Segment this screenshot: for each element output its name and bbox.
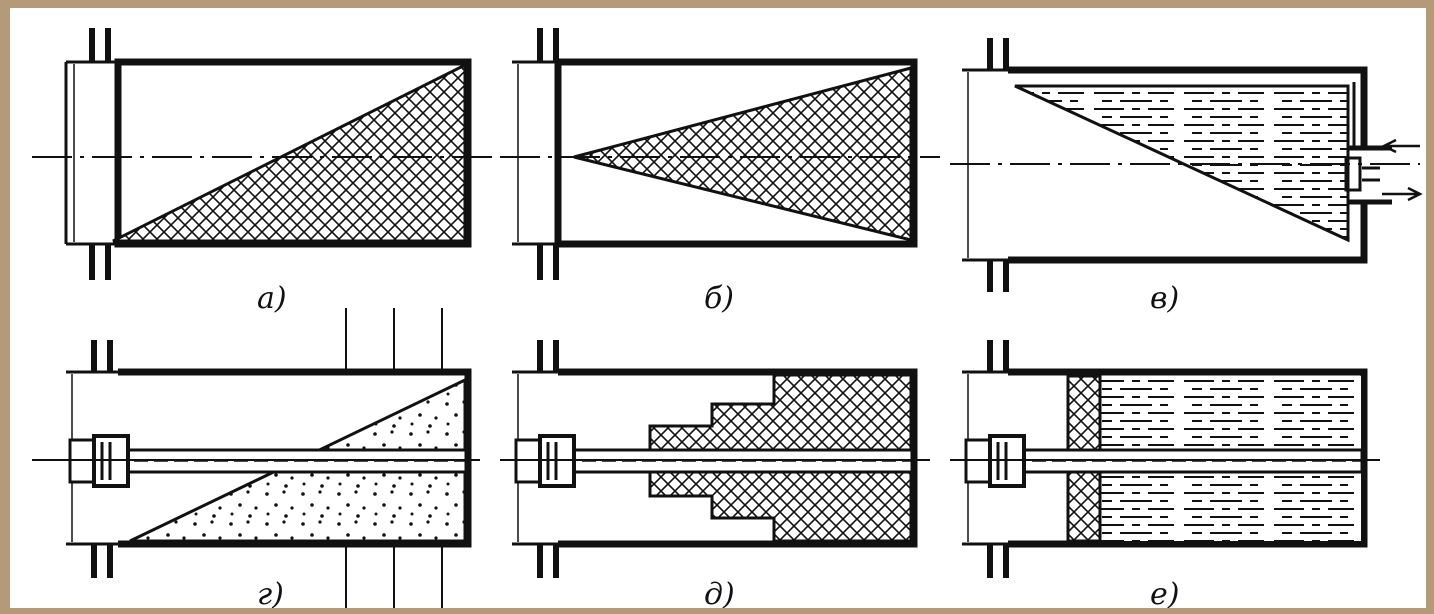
electrodes	[345, 308, 443, 608]
coolant-ports	[1344, 145, 1392, 205]
vessel-wall	[1008, 66, 1368, 264]
flange-top	[537, 28, 559, 62]
label-a: а)	[257, 281, 287, 316]
label-g: г)	[257, 577, 284, 608]
vessel-wall	[554, 58, 918, 248]
coolant-outlet-arrow	[1382, 186, 1423, 202]
label-e: е)	[1150, 577, 1179, 608]
vessel-wall	[558, 368, 918, 548]
flange-bottom	[537, 544, 559, 578]
flange-bottom	[89, 244, 111, 280]
flange-bottom	[987, 544, 1009, 578]
diagram-canvas: а) б)	[32, 28, 1423, 608]
flange-top	[89, 28, 111, 62]
panel-e: е)	[950, 340, 1380, 608]
panel-a: а)	[32, 28, 494, 316]
panel-d: д)	[500, 340, 930, 608]
flange-bottom	[537, 244, 559, 280]
packing-cone	[573, 66, 913, 242]
vessel-wall	[1008, 368, 1368, 548]
figure-frame: а) б)	[10, 8, 1426, 608]
flange-top	[987, 340, 1009, 372]
label-v: в)	[1150, 281, 1179, 316]
panel-b: б)	[500, 28, 940, 316]
flange-top	[987, 38, 1009, 70]
flange-top	[91, 340, 113, 372]
coolant-inlet-arrow	[1381, 138, 1420, 154]
flange-bottom	[91, 544, 113, 578]
label-d: д)	[704, 577, 735, 608]
panel-v: в)	[950, 38, 1423, 316]
panel-g: г)	[32, 308, 480, 608]
flange-top	[537, 340, 559, 372]
label-b: б)	[704, 281, 734, 316]
packing-wedge	[112, 62, 467, 243]
flange-bottom	[987, 260, 1009, 292]
vessel-wall	[114, 58, 472, 248]
vessel-wall	[118, 368, 472, 548]
